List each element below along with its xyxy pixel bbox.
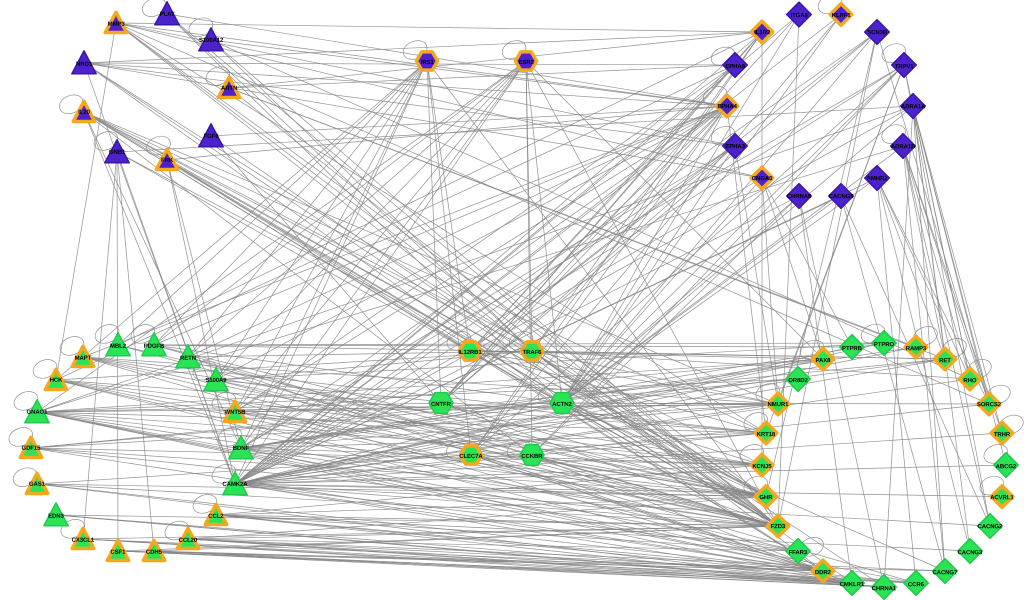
svg-text:CX3CL1: CX3CL1 [72, 538, 95, 544]
svg-text:GDF15: GDF15 [21, 446, 41, 452]
svg-text:EPHA4: EPHA4 [717, 104, 737, 110]
svg-text:GHR: GHR [759, 495, 773, 501]
svg-text:FGF6: FGF6 [204, 134, 220, 140]
svg-text:CHRNA1: CHRNA1 [872, 586, 897, 592]
svg-text:BDNF: BDNF [233, 446, 250, 452]
svg-text:NRG1: NRG1 [76, 62, 93, 68]
svg-text:EPHA8: EPHA8 [725, 64, 745, 70]
svg-text:IL20: IL20 [78, 110, 90, 116]
svg-text:CNGA3: CNGA3 [752, 176, 773, 182]
svg-text:S100A9: S100A9 [205, 378, 227, 384]
svg-text:MBL2: MBL2 [110, 344, 127, 350]
svg-text:SCN3B: SCN3B [867, 30, 888, 36]
svg-text:FFAR3: FFAR3 [789, 550, 808, 556]
svg-text:ABCG2: ABCG2 [996, 464, 1017, 470]
svg-text:CSF1: CSF1 [110, 550, 126, 556]
svg-text:SORCS2: SORCS2 [977, 402, 1002, 408]
svg-text:PAX8: PAX8 [816, 358, 832, 364]
svg-text:RAMP3: RAMP3 [906, 346, 927, 352]
svg-text:DDR2: DDR2 [815, 570, 832, 576]
svg-text:CDH5: CDH5 [146, 550, 163, 556]
svg-text:ADRA1A: ADRA1A [901, 104, 926, 110]
svg-text:RETN: RETN [180, 356, 196, 362]
svg-text:KLRF1: KLRF1 [832, 13, 852, 19]
svg-text:WNT5B: WNT5B [225, 410, 247, 416]
svg-text:GNB1: GNB1 [109, 150, 126, 156]
svg-text:CCR6: CCR6 [908, 582, 925, 588]
svg-text:MMP3: MMP3 [108, 22, 126, 28]
svg-text:KRT18: KRT18 [757, 432, 776, 438]
svg-text:CCKBR: CCKBR [521, 454, 543, 460]
svg-text:PTPRB: PTPRB [842, 346, 863, 352]
svg-text:KCNJ5: KCNJ5 [752, 464, 772, 470]
svg-text:CACNG2: CACNG2 [978, 524, 1004, 530]
svg-text:AMHR2: AMHR2 [867, 176, 889, 182]
svg-text:ACVRL1: ACVRL1 [990, 495, 1014, 501]
svg-text:CACNG5: CACNG5 [829, 194, 855, 200]
svg-text:GNAO1: GNAO1 [27, 410, 49, 416]
svg-text:TRHR: TRHR [994, 432, 1011, 438]
svg-text:FZD3: FZD3 [771, 524, 786, 530]
svg-text:CMKLR1: CMKLR1 [840, 582, 865, 588]
svg-text:PDGFB: PDGFB [144, 344, 165, 350]
svg-text:S100A12: S100A12 [199, 38, 224, 44]
svg-text:IL1R2: IL1R2 [754, 30, 771, 36]
svg-text:CCL20: CCL20 [179, 538, 198, 544]
svg-text:ITGA8: ITGA8 [791, 13, 809, 19]
svg-text:CHRNA5: CHRNA5 [787, 194, 812, 200]
svg-text:GAS1: GAS1 [29, 482, 46, 488]
svg-text:IRS1: IRS1 [421, 60, 435, 66]
svg-text:TRAF6: TRAF6 [523, 350, 543, 356]
svg-text:PLAT: PLAT [160, 12, 175, 18]
svg-text:FRK: FRK [161, 158, 174, 164]
svg-text:CLEC7A: CLEC7A [459, 454, 483, 460]
svg-text:ACTN2: ACTN2 [552, 402, 572, 408]
svg-text:TRPV1: TRPV1 [895, 64, 915, 70]
svg-text:RHO: RHO [963, 378, 976, 384]
svg-text:CAMK2A: CAMK2A [222, 482, 248, 488]
svg-text:ADRA1B: ADRA1B [891, 144, 916, 150]
svg-text:EPHA3: EPHA3 [725, 144, 745, 150]
svg-text:IL12RB1: IL12RB1 [458, 350, 482, 356]
svg-text:ESR2: ESR2 [518, 60, 534, 66]
svg-text:PTPRO: PTPRO [874, 342, 895, 348]
svg-text:CCL2: CCL2 [208, 514, 224, 520]
svg-text:HCK: HCK [50, 378, 63, 384]
svg-text:CNTFR: CNTFR [431, 402, 452, 408]
svg-text:NMUR1: NMUR1 [768, 402, 790, 408]
svg-text:RET: RET [939, 358, 951, 364]
svg-text:CACNG3: CACNG3 [957, 550, 983, 556]
svg-text:CACNG7: CACNG7 [932, 570, 958, 576]
svg-text:ARTN: ARTN [221, 86, 237, 92]
svg-text:EDN3: EDN3 [48, 514, 64, 520]
svg-text:OR8D2: OR8D2 [788, 378, 808, 384]
svg-text:MAPT: MAPT [75, 356, 92, 362]
